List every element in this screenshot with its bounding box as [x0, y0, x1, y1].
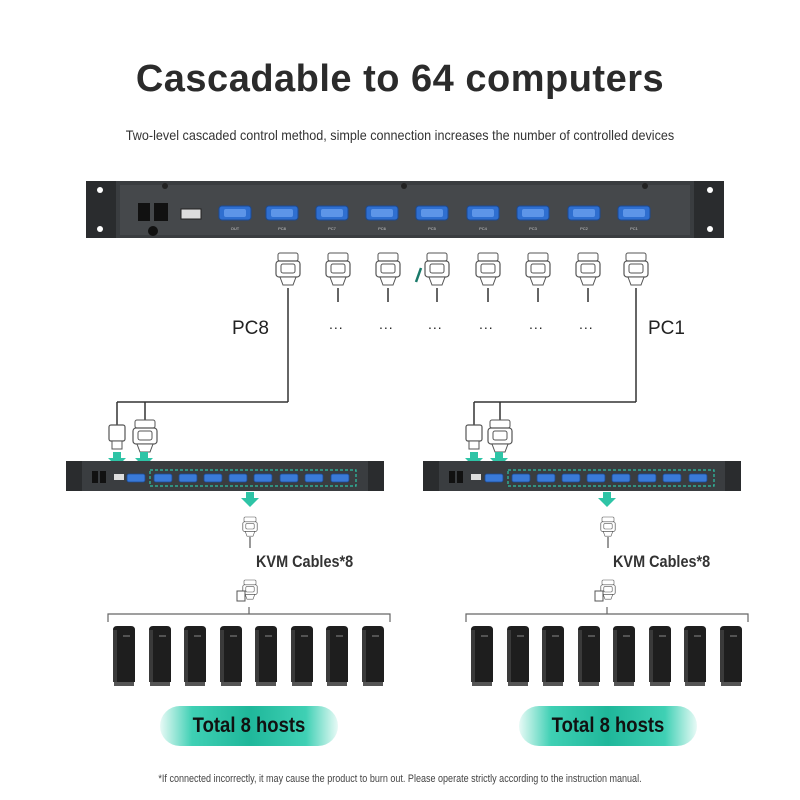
switch-port-label: PC7	[328, 226, 337, 231]
right-total-hosts-badge: Total 8 hosts	[519, 706, 697, 746]
input-arrows	[108, 452, 508, 467]
left-sub-kvm-switch	[66, 461, 384, 491]
page-title: Cascadable to 64 computers	[135, 58, 665, 100]
left-host-group	[112, 625, 385, 687]
host-brackets	[107, 607, 749, 622]
left-total-hosts-label: Total 8 hosts	[192, 714, 306, 737]
right-kvm-cables-label: KVM Cables*8	[613, 552, 711, 571]
ellipsis-label: ...	[579, 316, 594, 332]
switch-port-label: PC3	[529, 226, 538, 231]
main-kvm-switch	[86, 181, 724, 238]
pc1-label: PC1	[648, 318, 685, 339]
switch-port-label: PC4	[479, 226, 488, 231]
ellipsis-label: ...	[529, 316, 544, 332]
right-total-hosts-label: Total 8 hosts	[551, 714, 665, 737]
switch-port-label: OUT	[231, 226, 240, 231]
ellipsis-label: ...	[479, 316, 494, 332]
sub-switch-input-plugs	[108, 419, 513, 453]
kvm-cable-icons	[236, 516, 616, 602]
left-kvm-cables-label: KVM Cables*8	[256, 552, 354, 571]
left-total-hosts-badge: Total 8 hosts	[160, 706, 338, 746]
ellipsis-label: ...	[428, 316, 443, 332]
switch-port-label: PC8	[278, 226, 287, 231]
switch-port-label: PC2	[580, 226, 589, 231]
ellipsis-label: ...	[329, 316, 344, 332]
right-host-group	[470, 625, 743, 687]
switch-port-label: PC6	[378, 226, 387, 231]
warning-footnote: *If connected incorrectly, it may cause …	[158, 773, 642, 785]
switch-port-label: PC5	[428, 226, 437, 231]
page-subtitle: Two-level cascaded control method, simpl…	[125, 127, 675, 143]
output-arrows	[241, 492, 616, 507]
cable-divider-mark	[414, 267, 423, 283]
connection-lines	[116, 288, 637, 425]
pc8-label: PC8	[232, 318, 269, 339]
ellipsis-label: ...	[379, 316, 394, 332]
vga-plug-row	[275, 252, 649, 286]
right-sub-kvm-switch	[423, 461, 741, 491]
switch-port-label: PC1	[630, 226, 639, 231]
